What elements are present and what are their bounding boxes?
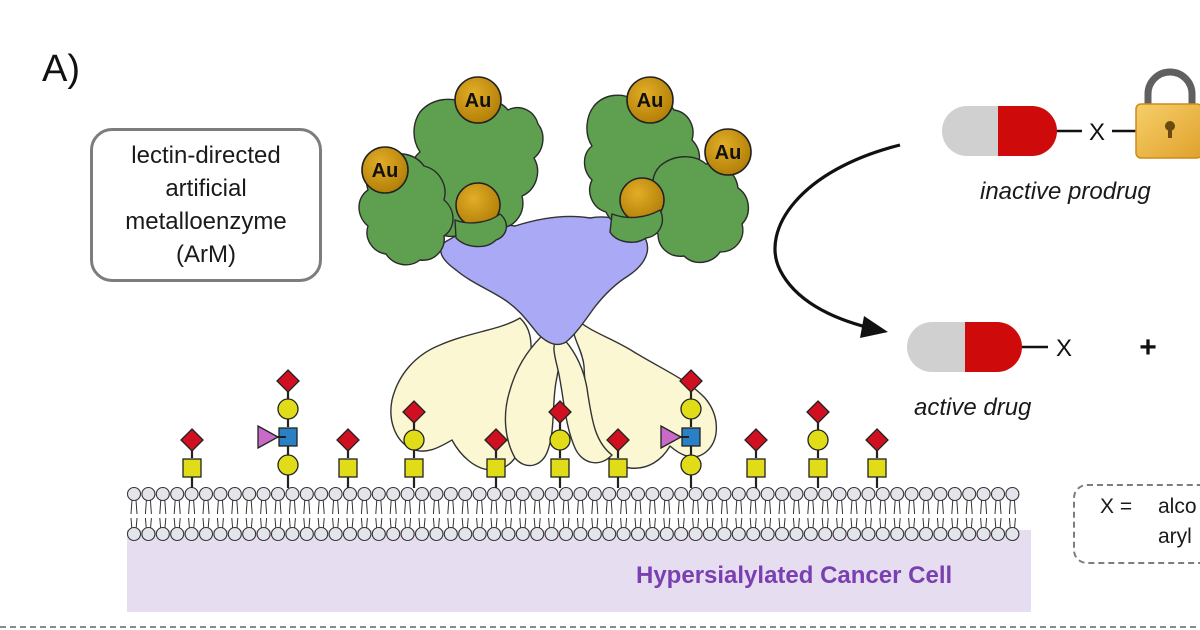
arm-line-4: (ArM) — [176, 238, 236, 271]
drug-linker-label: X — [1056, 335, 1072, 362]
plus-sign: + — [1139, 331, 1157, 364]
prodrug-pill — [942, 106, 1137, 156]
arm-line-2: artificial — [165, 172, 246, 205]
drug-caption: active drug — [914, 394, 1031, 422]
arm-line-1: lectin-directed — [131, 139, 280, 172]
reaction-arrowhead — [860, 316, 888, 338]
gold-label: Au — [637, 90, 664, 112]
arm-line-3: metalloenzyme — [125, 205, 286, 238]
lock-icon — [1136, 72, 1200, 158]
gold-label: Au — [465, 90, 492, 112]
x-definition-line1: alco — [1158, 495, 1197, 519]
gold-label: Au — [372, 160, 399, 182]
x-definition-prefix: X = — [1100, 495, 1132, 519]
reaction-arrow — [775, 145, 900, 328]
x-definition-line2: aryl — [1158, 525, 1192, 549]
active-drug-pill — [907, 322, 1048, 372]
cell-label: Hypersialylated Cancer Cell — [636, 562, 952, 590]
panel-label: A) — [42, 48, 80, 91]
gold-label: Au — [715, 142, 742, 164]
arm-label-box: lectin-directed artificial metalloenzyme… — [90, 128, 322, 282]
prodrug-caption: inactive prodrug — [980, 178, 1151, 206]
prodrug-linker-label: X — [1089, 119, 1105, 146]
